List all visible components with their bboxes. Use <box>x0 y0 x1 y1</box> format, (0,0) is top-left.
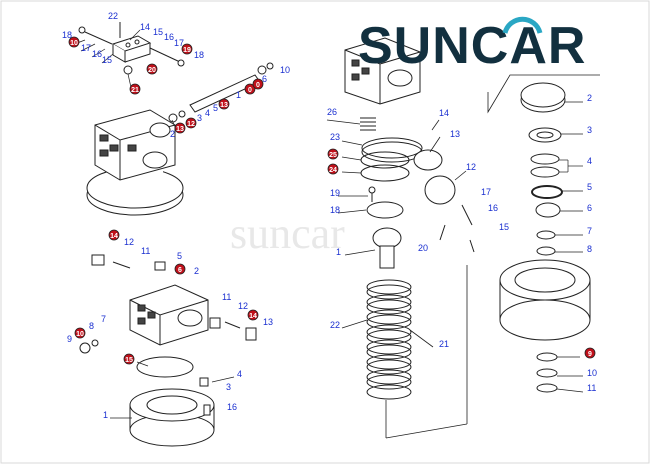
callout-label-highlighted: 6 <box>178 267 182 274</box>
callout-label: 15 <box>499 222 509 232</box>
callout-label: 19 <box>330 188 340 198</box>
callout-label: 18 <box>194 50 204 60</box>
logo-text: SUNCAR <box>358 17 586 75</box>
callout-label: 12 <box>238 301 248 311</box>
callout-label-highlighted: 25 <box>329 152 337 159</box>
callout-label-highlighted: 24 <box>329 167 337 174</box>
callout-label: 5 <box>587 182 592 192</box>
callout-label-highlighted: 15 <box>125 357 133 364</box>
callout-label: 8 <box>587 244 592 254</box>
callout-highlight-circle <box>327 163 339 175</box>
callout-label-highlighted: 14 <box>249 313 257 320</box>
callout-label: 16 <box>164 32 174 42</box>
callout-label: 13 <box>450 129 460 139</box>
callout-label: 2 <box>194 266 199 276</box>
callout-label-highlighted: 9 <box>588 351 592 358</box>
callout-label: 14 <box>140 22 150 32</box>
callout-label: 1 <box>103 410 108 420</box>
callout-label: 5 <box>213 103 218 113</box>
callout-highlight-circle <box>174 263 186 275</box>
callout-label: 20 <box>418 243 428 253</box>
callout-label-highlighted: 21 <box>131 87 139 94</box>
callout-label: 22 <box>108 11 118 21</box>
callout-highlight-circle <box>247 309 259 321</box>
logo-arc <box>502 16 543 34</box>
motor-assembly-center <box>326 37 475 439</box>
callout-label-highlighted: 20 <box>148 67 156 74</box>
callout-label: 3 <box>226 382 231 392</box>
callout-highlight-circle <box>108 229 120 241</box>
callout-label: 12 <box>124 237 134 247</box>
suncar-logo: SUNCAR <box>358 16 586 75</box>
callout-label: 16 <box>488 203 498 213</box>
callout-label: 18 <box>62 30 72 40</box>
callout-label: 23 <box>330 132 340 142</box>
callout-label: 7 <box>101 314 106 324</box>
callout-highlight-circle <box>74 327 86 339</box>
callout-label: 22 <box>330 320 340 330</box>
callout-label: 8 <box>89 321 94 331</box>
callout-label: 1 <box>336 247 341 257</box>
callout-label: 17 <box>81 43 91 53</box>
callout-label: 3 <box>587 125 592 135</box>
callout-label: 11 <box>587 383 596 393</box>
callout-label: 11 <box>141 246 150 256</box>
callout-label: 16 <box>92 49 102 59</box>
callout-label: 7 <box>587 226 592 236</box>
callout-label: 2 <box>170 129 175 139</box>
callout-label: 14 <box>439 108 449 118</box>
callout-label: 4 <box>237 369 242 379</box>
callout-label-highlighted: 13 <box>220 102 228 109</box>
callout-highlight-circle <box>146 63 158 75</box>
callout-label: 2 <box>587 93 592 103</box>
motor-assembly-top-left <box>71 22 274 216</box>
callout-label-highlighted: 14 <box>110 233 118 240</box>
callout-label: 4 <box>587 156 592 166</box>
callout-highlight-circle <box>174 122 186 134</box>
callout-label: 13 <box>263 317 273 327</box>
callout-label: 1 <box>236 90 241 100</box>
callout-highlight-circle <box>252 78 264 90</box>
callout-label: 15 <box>153 27 163 37</box>
callout-label: 12 <box>466 162 476 172</box>
callout-label: 17 <box>481 187 491 197</box>
callout-highlight-circle <box>123 353 135 365</box>
callout-label: 10 <box>587 368 597 378</box>
callout-label-highlighted: 0 <box>248 87 252 94</box>
callout-highlight-circle <box>185 117 197 129</box>
callout-label-highlighted: 19 <box>183 47 191 54</box>
callout-highlight-circle <box>68 36 80 48</box>
callout-label-highlighted: 12 <box>187 121 195 128</box>
callout-label: 5 <box>177 251 182 261</box>
callout-label-highlighted: 10 <box>70 40 78 47</box>
callout-label: 16 <box>227 402 237 412</box>
callout-label: 21 <box>439 339 449 349</box>
motor-assembly-bottom-left <box>79 254 257 447</box>
callout-label: 18 <box>330 205 340 215</box>
callout-label: 6 <box>587 203 592 213</box>
callout-highlight-circle <box>244 83 256 95</box>
callout-highlight-circle <box>181 43 193 55</box>
callout-label-highlighted: 10 <box>76 331 84 338</box>
callout-label: 17 <box>174 38 184 48</box>
callout-label-highlighted: 13 <box>176 126 184 133</box>
callout-highlight-circle <box>584 347 596 359</box>
callout-highlight-circle <box>327 148 339 160</box>
callout-label: 6 <box>262 74 267 84</box>
callout-label: 26 <box>327 107 337 117</box>
callout-label: 3 <box>197 113 202 123</box>
callout-label: 11 <box>222 292 231 302</box>
callout-label: 4 <box>205 108 210 118</box>
callout-highlight-circle <box>218 98 230 110</box>
callout-highlight-circle <box>129 83 141 95</box>
callout-label: 9 <box>67 334 72 344</box>
callout-label-highlighted: 0 <box>256 82 260 89</box>
motor-assembly-right <box>487 74 600 393</box>
callout-label: 10 <box>280 65 290 75</box>
callout-label: 15 <box>102 55 112 65</box>
watermark: suncar <box>230 209 345 258</box>
